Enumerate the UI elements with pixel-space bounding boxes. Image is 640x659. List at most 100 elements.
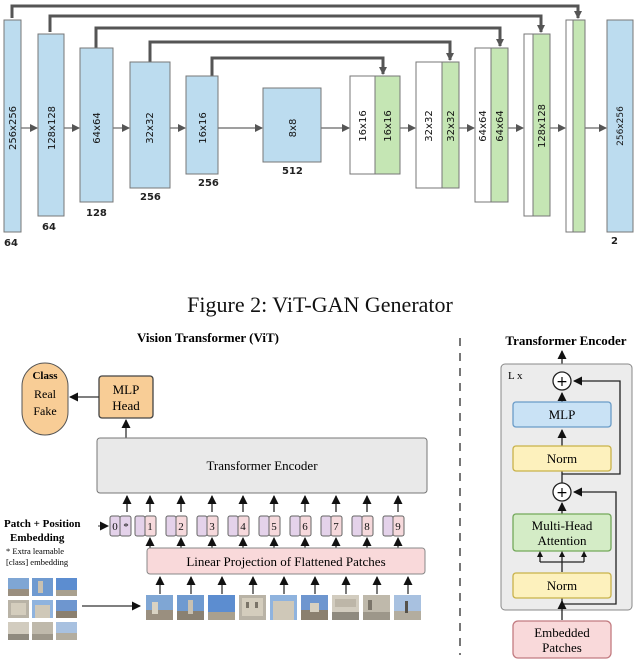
enc-block-64: [79, 47, 114, 203]
dec-white-128: [523, 33, 534, 217]
skip-128: [48, 14, 545, 33]
token-star: *: [123, 521, 129, 533]
token-1-label: 1: [147, 521, 153, 533]
token-8-pos: [351, 515, 363, 537]
norm-bottom-box: [512, 572, 612, 599]
token-9-label: 9: [395, 521, 401, 533]
dec-label-32-b: 32x32: [446, 110, 457, 141]
mlp-label: MLP: [549, 407, 576, 422]
token-3-label: 3: [209, 521, 215, 533]
patch-3: [208, 595, 235, 620]
flattened-patches: [146, 595, 421, 620]
token-7-label: 7: [333, 521, 339, 533]
mha-line2: Attention: [537, 533, 587, 548]
enc-block-8: [262, 87, 322, 163]
token-0-emb: [119, 515, 132, 537]
decoder-blocks: [349, 19, 634, 233]
patch-4: [239, 595, 266, 620]
norm-top-box: [512, 445, 612, 472]
input-image-grid: [8, 578, 77, 640]
token-2-pos: [165, 515, 177, 537]
enc-block-128: [37, 33, 65, 217]
enc-block-16: [185, 75, 219, 175]
transformer-encoder-box: [96, 437, 428, 494]
enc-label-256: 256x256: [8, 106, 19, 150]
patch-2: [177, 595, 204, 620]
class-output-box: [21, 362, 69, 436]
class-title: Class: [32, 370, 58, 382]
encoder-detail-diagram: Transformer Encoder L x + MLP Norm + Mul…: [500, 333, 633, 659]
class-fake: Fake: [33, 404, 56, 418]
extra-note-line1: * Extra learnable: [6, 546, 64, 556]
token-7-emb: [330, 515, 343, 537]
token-4-pos: [227, 515, 239, 537]
enc-label-8: 8x8: [288, 119, 299, 138]
token-7-pos: [320, 515, 332, 537]
patch-9: [394, 595, 421, 620]
token-5-emb: [268, 515, 281, 537]
patch-6: [301, 595, 328, 620]
figure-caption: Figure 2: ViT-GAN Generator: [187, 292, 453, 317]
vit-diagram: Vision Transformer (ViT) Class Real Fake…: [4, 330, 428, 640]
dec-green-16: [374, 75, 401, 175]
dec-green-256: [572, 19, 586, 233]
residual-add-top-label: +: [556, 374, 568, 390]
token-8-emb: [361, 515, 374, 537]
norm-bottom-label: Norm: [547, 578, 577, 593]
mlp-head-line1: MLP: [113, 382, 140, 397]
enc-block-256: [3, 19, 22, 233]
token-9-pos: [382, 515, 394, 537]
dec-white-32: [415, 61, 443, 189]
enc-block-32: [129, 61, 171, 189]
mlp-head-line2: Head: [112, 398, 140, 413]
enc-channels-64: 128: [86, 208, 107, 219]
patch-8: [363, 595, 390, 620]
skip-32: [148, 40, 454, 62]
mha-line1: Multi-Head: [532, 518, 593, 533]
residual-add-mid-label: +: [556, 485, 568, 501]
token-6-emb: [299, 515, 312, 537]
dec-label-16-b: 16x16: [383, 110, 394, 141]
dec-label-64-b: 64x64: [495, 110, 506, 141]
dec-white-16: [349, 75, 376, 175]
tokens: [109, 515, 405, 537]
enc-label-32: 32x32: [145, 112, 156, 143]
token-2-label: 2: [178, 521, 184, 533]
dec-label-64-a: 64x64: [478, 110, 489, 141]
repeat-label: L x: [508, 370, 523, 382]
encoder-detail-title: Transformer Encoder: [505, 333, 626, 348]
dec-label-16-a: 16x16: [358, 110, 369, 141]
token-6-label: 6: [302, 521, 308, 533]
patch-7: [332, 595, 359, 620]
dec-label-out: 256x256: [616, 106, 626, 146]
token-1-pos: [134, 515, 146, 537]
unet-diagram: 256x256 128x128 64x64 32x32 16x16 8x8 64…: [3, 4, 634, 249]
norm-top-label: Norm: [547, 451, 577, 466]
dec-label-128: 128x128: [537, 104, 548, 148]
token-2-emb: [175, 515, 188, 537]
token-6-pos: [289, 515, 301, 537]
enc-channels-256: 64: [4, 238, 18, 249]
enc-channels-128: 64: [42, 222, 56, 233]
extra-note-line2: [class] embedding: [6, 557, 69, 567]
patch-1: [146, 595, 173, 620]
token-arrows: [122, 495, 403, 512]
encoder-blocks: [3, 19, 322, 233]
enc-label-128: 128x128: [47, 106, 58, 150]
skip-256: [10, 4, 582, 19]
token-8-label: 8: [364, 521, 370, 533]
patch-embedding-line2: Embedding: [10, 532, 65, 544]
token-5-pos: [258, 515, 270, 537]
dec-green-32: [441, 61, 460, 189]
linear-projection-label: Linear Projection of Flattened Patches: [186, 554, 385, 569]
enc-channels-16: 256: [198, 178, 219, 189]
dec-output-256: [606, 19, 634, 233]
dec-green-128: [532, 33, 551, 217]
enc-label-16: 16x16: [198, 112, 209, 143]
token-3-pos: [196, 515, 208, 537]
token-1-emb: [144, 515, 157, 537]
embedded-line1: Embedded: [534, 625, 590, 640]
patch-5: [270, 595, 297, 620]
vit-title: Vision Transformer (ViT): [137, 330, 279, 345]
